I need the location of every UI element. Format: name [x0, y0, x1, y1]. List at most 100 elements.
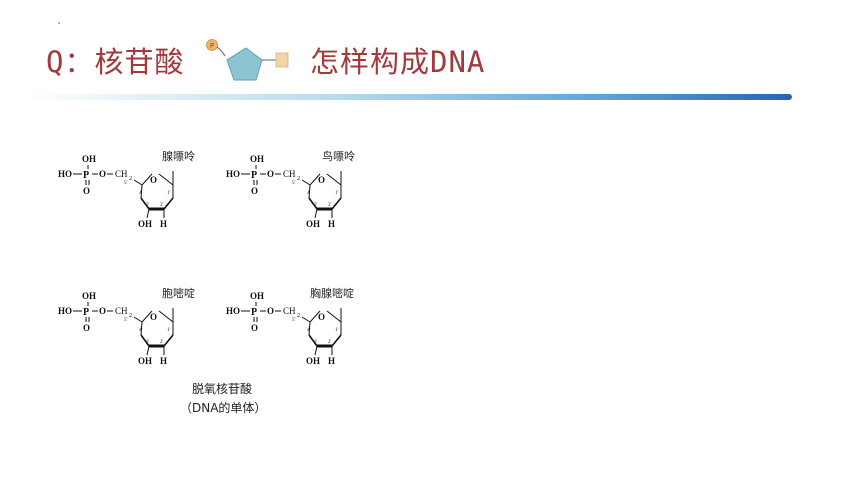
o-c1-bond: [326, 173, 342, 186]
carbon5-label: 5': [124, 318, 128, 323]
c4-c3-bond: [308, 197, 318, 210]
ester-oxygen-label: O: [267, 169, 274, 179]
title-divider: [24, 94, 792, 100]
c2-c1-bond: [331, 197, 342, 210]
carbon3-label: 3': [314, 203, 318, 208]
carbon4-label: 4': [139, 191, 143, 196]
caption-line1: 脱氧核苷酸: [191, 382, 252, 396]
pentose-pentagon-icon: [226, 47, 263, 81]
o-c1-bond: [158, 310, 174, 323]
phosphate-link: [216, 46, 226, 57]
c2-h-label: H: [328, 356, 335, 366]
caption-line2: （DNA的单体）: [180, 401, 267, 415]
ch2-subscript: 2: [297, 176, 300, 182]
phosphate-ho-label: HO: [58, 169, 72, 179]
c4-c3-bond: [140, 197, 150, 210]
base-block-icon: [275, 52, 289, 68]
phosphorus-label: P: [251, 307, 257, 318]
ch2-label: CH: [283, 306, 296, 316]
carbon4-label: 4': [307, 191, 311, 196]
carbon1-label: 1': [335, 191, 339, 196]
c4-c3-side: [140, 184, 143, 199]
phosphate-circle-icon: [206, 39, 218, 51]
ring-oxygen-label: O: [150, 175, 157, 185]
c2-c1-bond: [163, 197, 174, 210]
carbon1-label: 1': [335, 328, 339, 333]
c3-oh-bond: [314, 208, 318, 219]
carbon1-label: 1': [167, 328, 171, 333]
c2-h-label: H: [160, 356, 167, 366]
base-label-cytosine: 胞嘧啶: [162, 287, 195, 300]
ch2-label: CH: [115, 306, 128, 316]
ring-oxygen-label: O: [318, 312, 325, 322]
ester-oxygen-label: O: [99, 306, 106, 316]
carbon3-label: 3': [146, 203, 150, 208]
c3-oh-bond: [146, 208, 150, 219]
c3-oh-bond: [146, 345, 150, 356]
c3-oh-label: OH: [306, 219, 320, 229]
phosphate-o-label: O: [251, 186, 258, 196]
phosphate-ho-label: HO: [226, 169, 240, 179]
c4-c3-side: [308, 184, 311, 199]
carbon5-label: 5': [292, 181, 296, 186]
ring-oxygen-label: O: [318, 175, 325, 185]
carbon5-label: 5': [292, 318, 296, 323]
base-label-adenine: 腺嘌呤: [162, 150, 195, 163]
ester-oxygen-label: O: [267, 306, 274, 316]
phosphorus-label: P: [251, 170, 257, 181]
c4-c3-bond: [140, 334, 150, 347]
carbon2-label: 2': [160, 203, 164, 208]
c2-h-label: H: [160, 219, 167, 229]
carbon3-label: 3': [146, 340, 150, 345]
phosphate-o-label: O: [83, 323, 90, 333]
base-label-guanine: 鸟嘌呤: [322, 150, 355, 163]
phosphate-ho-label: HO: [58, 306, 72, 316]
title-text-part1: Q：核苷酸: [46, 45, 185, 79]
phosphate-oh-label: OH: [82, 291, 96, 301]
c3-oh-label: OH: [306, 356, 320, 366]
ch2-label: CH: [283, 169, 296, 179]
c2-c1-bond: [331, 334, 342, 347]
c4-c3-side: [140, 321, 143, 336]
ch2-subscript: 2: [297, 313, 300, 319]
phosphate-o-label: O: [251, 323, 258, 333]
nucleotide-icon: P: [206, 39, 289, 81]
carbon5-label: 5': [124, 181, 128, 186]
phosphate-ho-label: HO: [226, 306, 240, 316]
c5-c4-bond: [301, 316, 311, 323]
carbon4-label: 4': [307, 328, 311, 333]
c4-c3-side: [308, 321, 311, 336]
carbon4-label: 4': [139, 328, 143, 333]
phosphate-letter: P: [210, 42, 214, 50]
c3-oh-bond: [314, 345, 318, 356]
carbon1-label: 1': [167, 191, 171, 196]
carbon2-label: 2': [328, 340, 332, 345]
c4-o-bond: [309, 173, 321, 186]
c4-o-bond: [141, 310, 153, 323]
o-c1-bond: [158, 173, 174, 186]
caption: 脱氧核苷酸 （DNA的单体）: [180, 380, 267, 418]
ch2-label: CH: [115, 169, 128, 179]
carbon2-label: 2': [328, 203, 332, 208]
c4-o-bond: [141, 173, 153, 186]
phosphorus-label: P: [83, 307, 89, 318]
ch2-subscript: 2: [129, 313, 132, 319]
phosphate-oh-label: OH: [82, 154, 96, 164]
phosphorus-label: P: [83, 170, 89, 181]
base-label-thymine: 胸腺嘧啶: [310, 287, 354, 300]
ester-oxygen-label: O: [99, 169, 106, 179]
decorative-dot: [58, 22, 60, 24]
c4-o-bond: [309, 310, 321, 323]
phosphate-oh-label: OH: [250, 291, 264, 301]
c5-c4-bond: [133, 316, 143, 323]
phosphate-o-label: O: [83, 186, 90, 196]
c3-oh-label: OH: [138, 356, 152, 366]
ch2-subscript: 2: [129, 176, 132, 182]
c4-c3-bond: [308, 334, 318, 347]
c2-h-label: H: [328, 219, 335, 229]
c3-oh-label: OH: [138, 219, 152, 229]
